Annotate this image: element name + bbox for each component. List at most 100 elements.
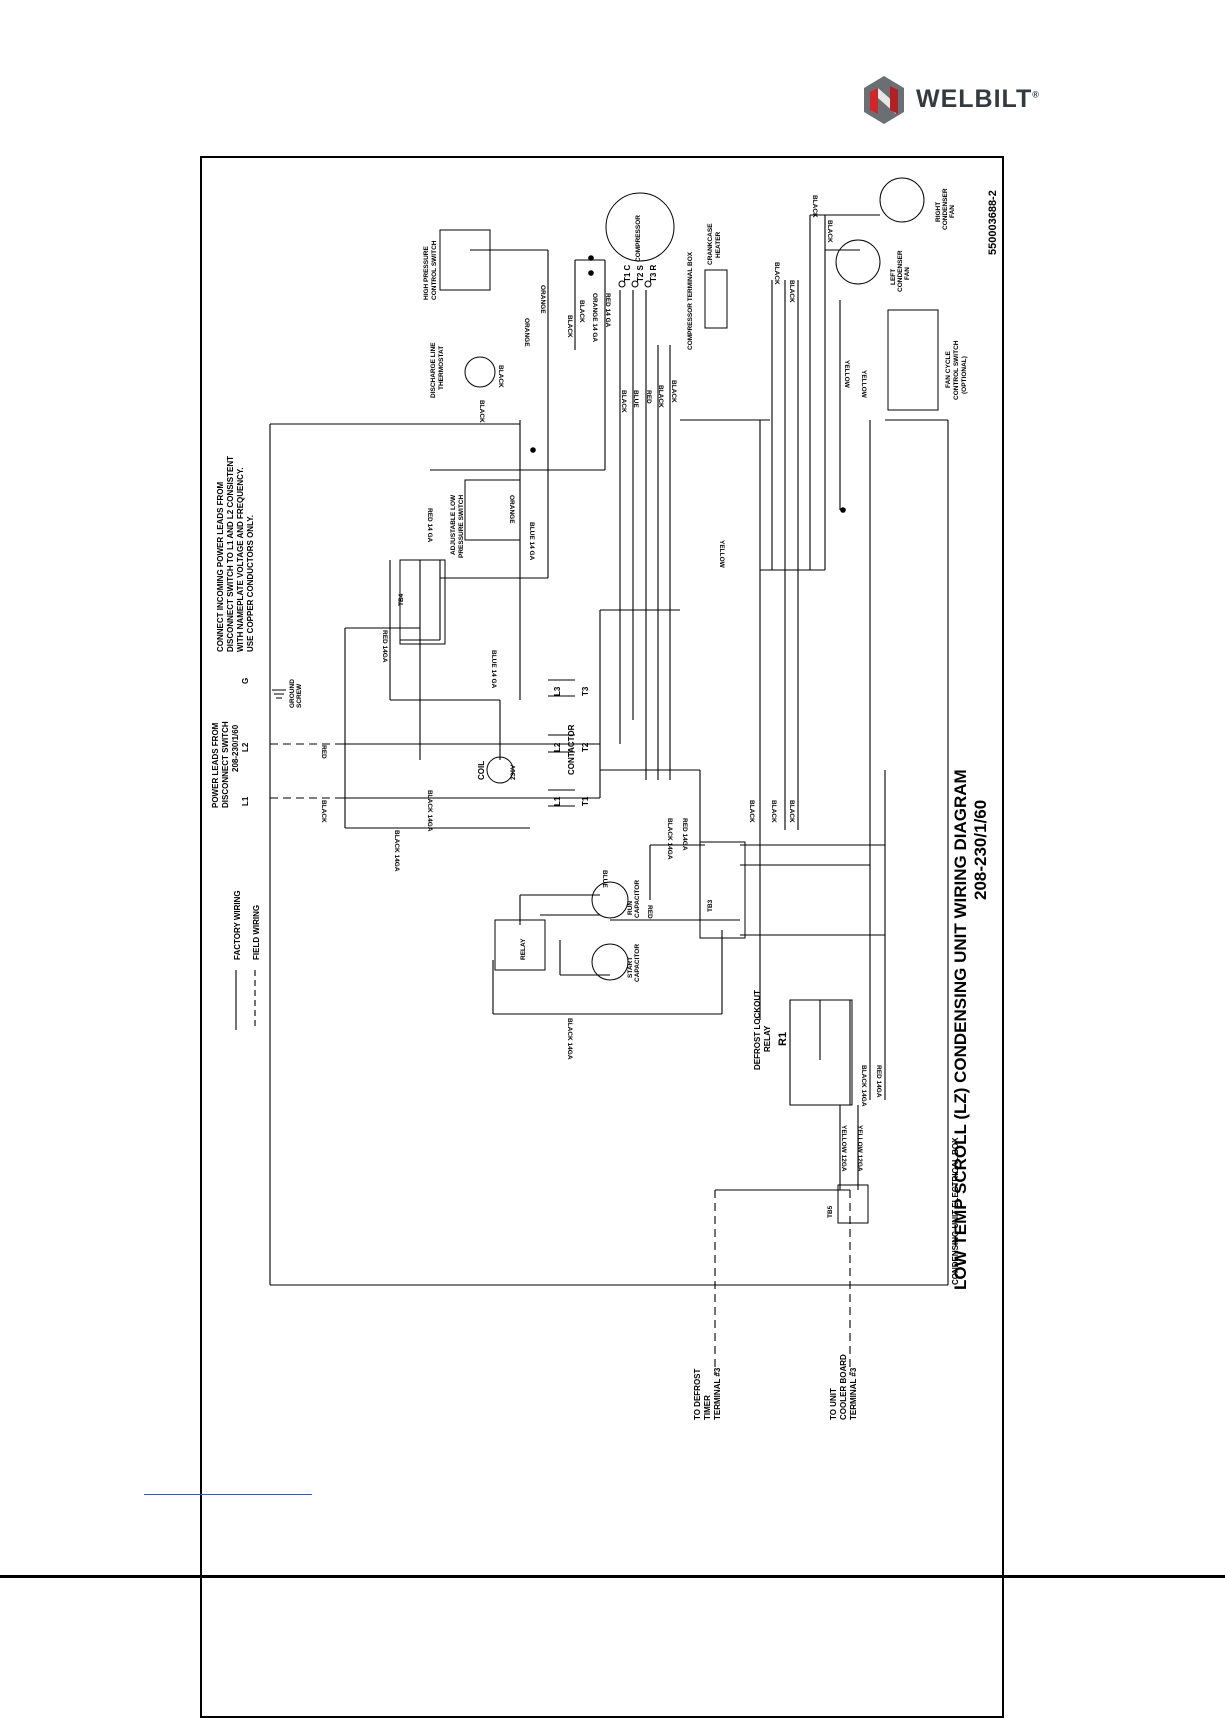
note-power-1: POWER LEADS FROM: [211, 722, 220, 808]
legend-factory: FACTORY WIRING: [233, 890, 242, 960]
label-lp-1: ADJUSTABLE LOW: [450, 494, 457, 555]
brand-name: WELBILT®: [916, 85, 1040, 114]
label-lfan-3: FAN: [904, 267, 911, 280]
junction-dots: [530, 255, 846, 513]
label-r1: R1: [777, 1032, 789, 1046]
diagram-subtitle: 208-230/1/60: [971, 800, 990, 900]
label-l2: L2: [241, 742, 250, 752]
label-contactor-l1: L1: [553, 796, 562, 806]
label-tb5: TB5: [827, 1205, 834, 1218]
wire-black-14-defrost: BLACK 14GA: [860, 1065, 867, 1107]
note-connect-2: DISCONNECT SWITCH TO L1 AND L2 CONSISTEN…: [226, 456, 235, 652]
wiring-diagram: LOW TEMP SCROLL (LZ) CONDENSING UNIT WIR…: [211, 177, 999, 1420]
wire-black-1: BLACK: [566, 315, 573, 338]
crankcase-heater-icon: [704, 269, 728, 329]
wire-red-l2: RED: [320, 745, 327, 759]
label-ground-2: SCREW: [296, 683, 303, 708]
label-l1: L1: [241, 796, 250, 806]
wire-red-14-top: RED 14 GA: [604, 293, 611, 328]
label-tb3: TB3: [707, 899, 714, 912]
coil-icon: [486, 756, 514, 784]
discharge-thermostat-icon: [464, 356, 496, 388]
label-contactor-l3: L3: [553, 686, 562, 696]
wire-red-14-defrost: RED 14GA: [875, 1065, 882, 1098]
label-runcap-1: RUN: [627, 901, 634, 915]
note-connect-3: WITH NAMEPLATE VOLTAGE AND FREQUENCY.: [236, 467, 245, 652]
brand-mark: ®: [1032, 89, 1040, 100]
note-defrost-1: TO DEFROST: [693, 1368, 702, 1420]
wire-black-tb3-1: BLACK: [748, 800, 755, 823]
wire-yellow-fc1: YELLOW: [843, 360, 850, 389]
label-compressor: COMPRESSOR: [635, 215, 642, 262]
compressor-icon: [605, 192, 675, 262]
low-pressure-switch-icon: [464, 479, 521, 541]
wire-black-rf3: BLACK: [811, 195, 818, 218]
high-pressure-switch-icon: [439, 229, 491, 291]
wire-black-rf2: BLACK: [788, 280, 795, 303]
wire-blue-cap: BLUE: [601, 870, 608, 888]
wire-black-cc2: BLACK: [670, 380, 677, 403]
start-capacitor-icon: [591, 943, 629, 981]
wire-black-14-tb3: BLACK 14GA: [666, 818, 673, 860]
left-fan-icon: [835, 239, 881, 285]
tb5-block: [837, 1184, 869, 1224]
wire-yellow-12-b: YELLOW 12GA: [856, 1125, 863, 1172]
relay-icon: [494, 919, 546, 971]
wire-red-14-tb3: RED 14GA: [681, 818, 688, 851]
wire-black-l1: BLACK: [320, 800, 327, 823]
note-power-2: DISCONNECT SWITCH: [221, 721, 230, 808]
wire-red-cap: RED: [646, 905, 653, 919]
components: [272, 177, 939, 1224]
wire-black-dl-2: BLACK: [497, 365, 504, 388]
part-number: 550003688-2: [987, 190, 999, 255]
label-fc-1: FAN CYCLE: [945, 351, 952, 389]
note-connect-4: USE COPPER CONDUCTORS ONLY.: [246, 515, 255, 652]
note-power-3: 208-230/1/60: [231, 724, 240, 772]
wire-black-rf4: BLACK: [826, 220, 833, 243]
label-rfan-3: FAN: [949, 205, 956, 218]
note-connect-1: CONNECT INCOMING POWER LEADS FROM: [216, 481, 225, 652]
label-relay: RELAY: [520, 938, 527, 960]
label-fc-2: CONTROL SWITCH: [953, 340, 960, 400]
label-defrost-1: DEFROST LOCKOUT: [753, 990, 762, 1070]
wire-yellow-mid: YELLOW: [718, 540, 725, 569]
label-lp-2: PRESSURE SWITCH: [458, 494, 465, 558]
wire-black-rf1: BLACK: [773, 262, 780, 285]
note-electrical-box: CONDENSING UNIT ELECTRICAL BOX: [951, 1137, 960, 1285]
wire-yellow-fc2: YELLOW: [860, 370, 867, 399]
fan-cycle-switch-icon: [887, 309, 939, 411]
wire-blue-14ga: BLUE 14 GA: [490, 650, 497, 689]
wire-black-tb3-3: BLACK: [788, 800, 795, 823]
rotated-labels: LOW TEMP SCROLL (LZ) CONDENSING UNIT WIR…: [211, 188, 999, 1420]
right-fan-icon: [879, 177, 925, 223]
wire-blue-lp: BLUE 14 GA: [528, 522, 535, 561]
label-coil-volt: 230V: [510, 764, 517, 780]
wire-black-2: BLACK: [578, 300, 585, 323]
label-contactor: CONTACTOR: [567, 724, 576, 775]
label-contactor-t1: T1: [581, 796, 590, 806]
note-defrost-3: TERMINAL #3: [713, 1367, 722, 1420]
wire-orange-lp: ORANGE: [508, 495, 515, 524]
page-bottom-rule: [0, 1575, 1225, 1578]
label-t1c: T1 C: [623, 264, 632, 282]
label-fc-3: (OPTIONAL): [961, 356, 968, 394]
wire-black-14-relay: BLACK 14GA: [566, 1018, 573, 1060]
tb3-block: [699, 841, 746, 939]
label-startcap-1: START: [627, 957, 634, 978]
wire-black-14-coil: BLACK 14GA: [426, 790, 433, 832]
wire-orange-2: ORANGE: [539, 285, 546, 314]
defrost-relay-box: [789, 999, 853, 1106]
wire-yellow-12-a: YELLOW 12GA: [840, 1125, 847, 1172]
wire-black-cc: BLACK: [657, 385, 664, 408]
label-rfan-1: RIGHT: [935, 202, 942, 222]
wire-black-tb3-2: BLACK: [770, 800, 777, 823]
label-contactor-l2: L2: [553, 742, 562, 752]
note-cooler-1: TO UNIT: [829, 1388, 838, 1420]
wire-orange-1: ORANGE: [523, 318, 530, 347]
label-crank-1: CRANKCASE: [707, 223, 714, 265]
label-terminal-box: COMPRESSOR TERMINAL BOX: [687, 251, 694, 350]
label-lfan-1: LEFT: [890, 269, 897, 285]
footer-link-underline[interactable]: [144, 1494, 312, 1495]
label-hp-1: HIGH PRESSURE: [423, 246, 430, 300]
legend-field: FIELD WIRING: [252, 905, 261, 960]
